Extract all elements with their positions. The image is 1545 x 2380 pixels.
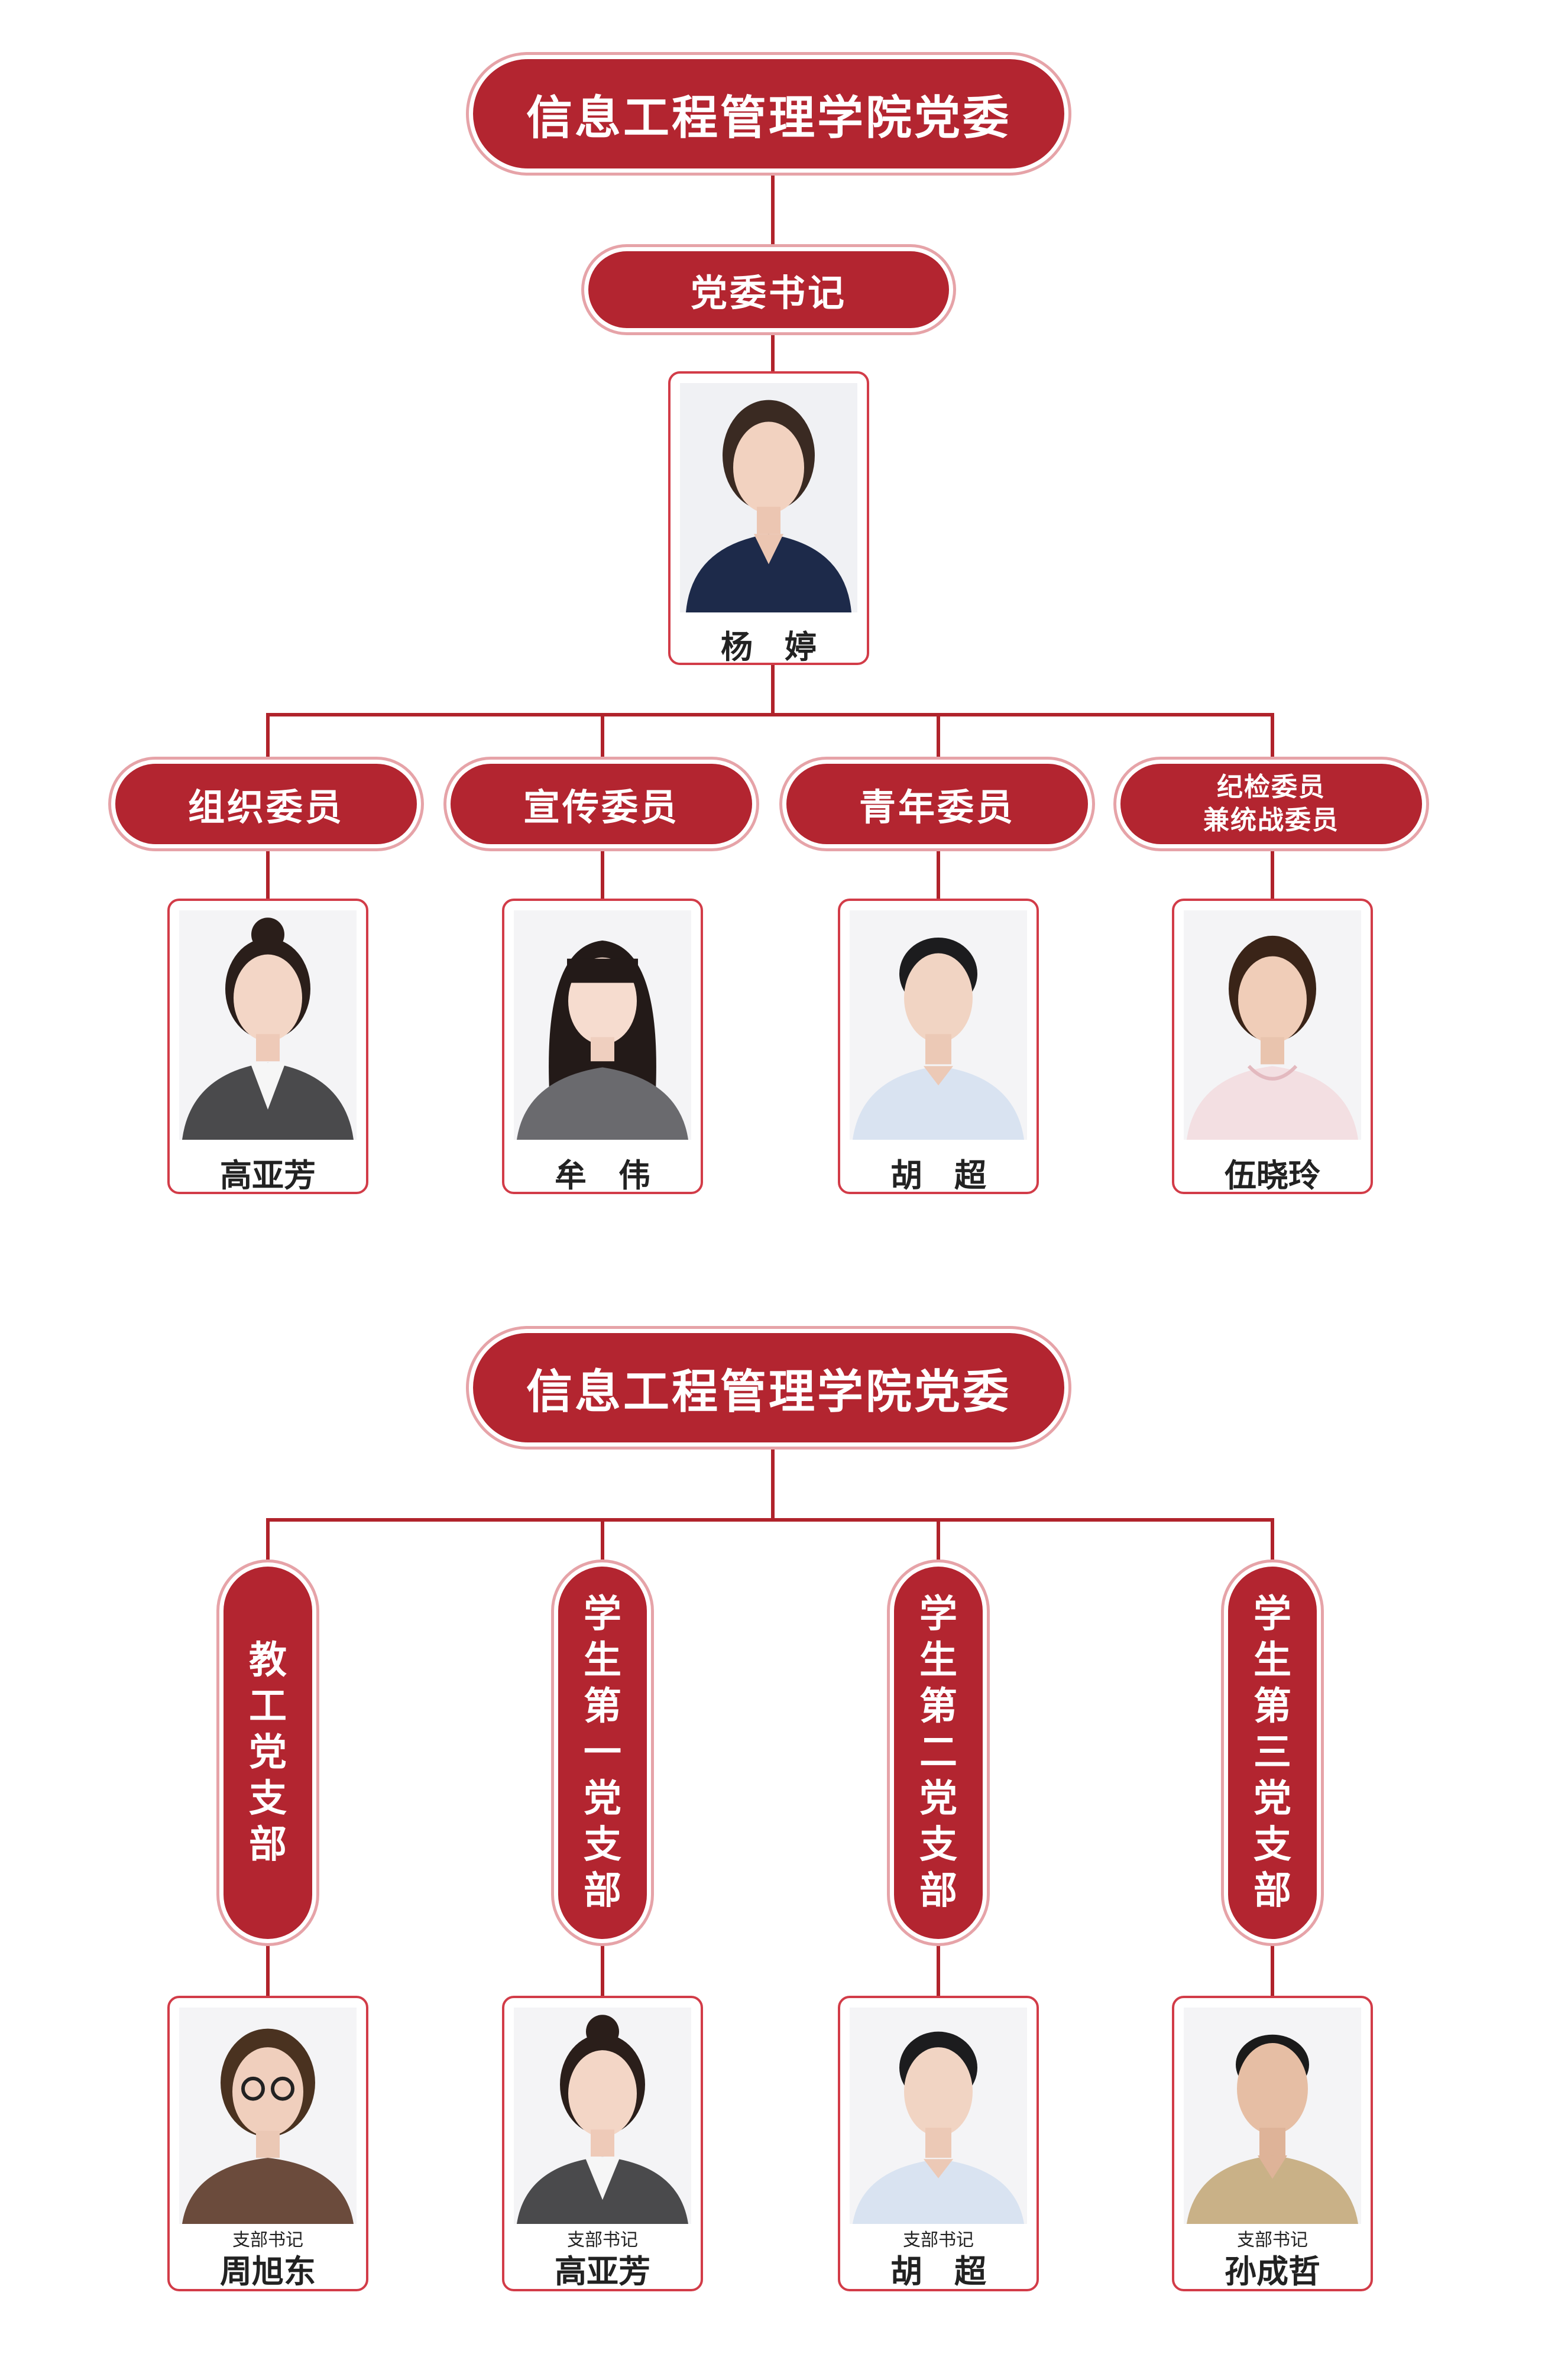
- connector-line: [266, 1518, 1274, 1522]
- connector-line: [937, 1939, 940, 1996]
- branch-label: 学生第二党支部: [894, 1567, 983, 1939]
- person-silhouette-icon: [1184, 2008, 1361, 2224]
- branch-label-text: 学生第二党支部: [919, 1593, 957, 1913]
- branch-label-text: 教工党支部: [249, 1639, 287, 1867]
- member-name: 胡 超: [890, 1156, 986, 1194]
- person-silhouette-icon: [850, 2008, 1027, 2224]
- committee-title-text: 信息工程管理学院党委: [526, 91, 1011, 145]
- branch-label-text: 学生第一党支部: [584, 1593, 621, 1913]
- portrait-photo: [179, 910, 357, 1140]
- connector-line: [601, 1939, 604, 1996]
- connector-line: [771, 171, 775, 248]
- secretary-name: 杨 婷: [721, 628, 817, 666]
- connector-line: [937, 713, 940, 763]
- member-card: 高亚芳: [167, 899, 368, 1194]
- branch-label: 学生第三党支部: [1228, 1567, 1317, 1939]
- member-card: 胡 超: [838, 899, 1039, 1194]
- portrait-photo: [1184, 2008, 1361, 2224]
- member-role-label: 宣传委员: [451, 764, 752, 844]
- portrait-photo: [179, 2008, 357, 2224]
- connector-line: [1271, 845, 1274, 899]
- branch-label: 教工党支部: [224, 1567, 312, 1939]
- connector-line: [601, 845, 604, 899]
- member-role-line1: 纪检委员: [1217, 772, 1326, 802]
- branch-secretary-name: 孙成哲: [1225, 2252, 1320, 2290]
- person-silhouette-icon: [680, 383, 857, 612]
- person-silhouette-icon: [514, 910, 691, 1140]
- branch-secretary-card: 支部书记 周旭东: [167, 1996, 368, 2291]
- person-silhouette-icon: [850, 910, 1027, 1140]
- member-role-text: 宣传委员: [523, 786, 679, 829]
- secretary-card: 杨 婷: [668, 371, 869, 666]
- person-silhouette-icon: [179, 910, 357, 1140]
- secretary-role-label: 党委书记: [588, 251, 949, 328]
- connector-line: [601, 713, 604, 763]
- person-silhouette-icon: [1184, 910, 1361, 1140]
- member-role-label: 纪检委员 兼统战委员: [1120, 764, 1422, 844]
- branch-secretary-title: 支部书记: [567, 2230, 638, 2251]
- portrait-photo: [680, 383, 857, 612]
- portrait-photo: [514, 910, 691, 1140]
- member-role-text: 组织委员: [187, 786, 344, 829]
- connector-line: [266, 713, 1274, 716]
- member-name: 高亚芳: [220, 1156, 316, 1194]
- connector-line: [937, 1518, 940, 1564]
- member-card: 牟 伟: [502, 899, 703, 1194]
- branch-secretary-name: 高亚芳: [555, 2252, 650, 2290]
- connector-line: [937, 845, 940, 899]
- connector-line: [1271, 1518, 1274, 1564]
- connector-line: [266, 1518, 270, 1564]
- branch-secretary-card: 支部书记 高亚芳: [502, 1996, 703, 2291]
- member-role-text: 青年委员: [859, 786, 1015, 829]
- branch-secretary-title: 支部书记: [903, 2230, 974, 2251]
- connector-line: [601, 1518, 604, 1564]
- branch-secretary-title: 支部书记: [1237, 2230, 1308, 2251]
- connector-line: [1271, 1939, 1274, 1996]
- connector-line: [266, 1939, 270, 1996]
- branch-secretary-name: 周旭东: [220, 2252, 316, 2290]
- portrait-photo: [1184, 910, 1361, 1140]
- connector-line: [771, 665, 775, 715]
- branch-label: 学生第一党支部: [558, 1567, 647, 1939]
- branch-secretary-card: 支部书记 孙成哲: [1172, 1996, 1373, 2291]
- member-role-line2: 兼统战委员: [1203, 805, 1339, 835]
- branch-secretary-name: 胡 超: [890, 2252, 986, 2290]
- member-role-label: 青年委员: [786, 764, 1088, 844]
- committee-title-text: 信息工程管理学院党委: [526, 1365, 1011, 1419]
- person-silhouette-icon: [514, 2008, 691, 2224]
- connector-line: [771, 329, 775, 371]
- portrait-photo: [850, 2008, 1027, 2224]
- connector-line: [266, 713, 270, 763]
- connector-line: [266, 845, 270, 899]
- portrait-photo: [514, 2008, 691, 2224]
- person-silhouette-icon: [179, 2008, 357, 2224]
- portrait-photo: [850, 910, 1027, 1140]
- committee-title: 信息工程管理学院党委: [473, 1333, 1064, 1442]
- committee-title: 信息工程管理学院党委: [473, 59, 1064, 168]
- member-card: 伍晓玲: [1172, 899, 1373, 1194]
- connector-line: [1271, 713, 1274, 763]
- secretary-role-text: 党委书记: [690, 271, 847, 314]
- connector-line: [771, 1442, 775, 1521]
- member-name: 牟 伟: [555, 1156, 650, 1194]
- member-name: 伍晓玲: [1225, 1156, 1320, 1194]
- branch-label-text: 学生第三党支部: [1254, 1593, 1291, 1913]
- branch-secretary-title: 支部书记: [232, 2230, 303, 2251]
- member-role-label: 组织委员: [115, 764, 417, 844]
- branch-secretary-card: 支部书记 胡 超: [838, 1996, 1039, 2291]
